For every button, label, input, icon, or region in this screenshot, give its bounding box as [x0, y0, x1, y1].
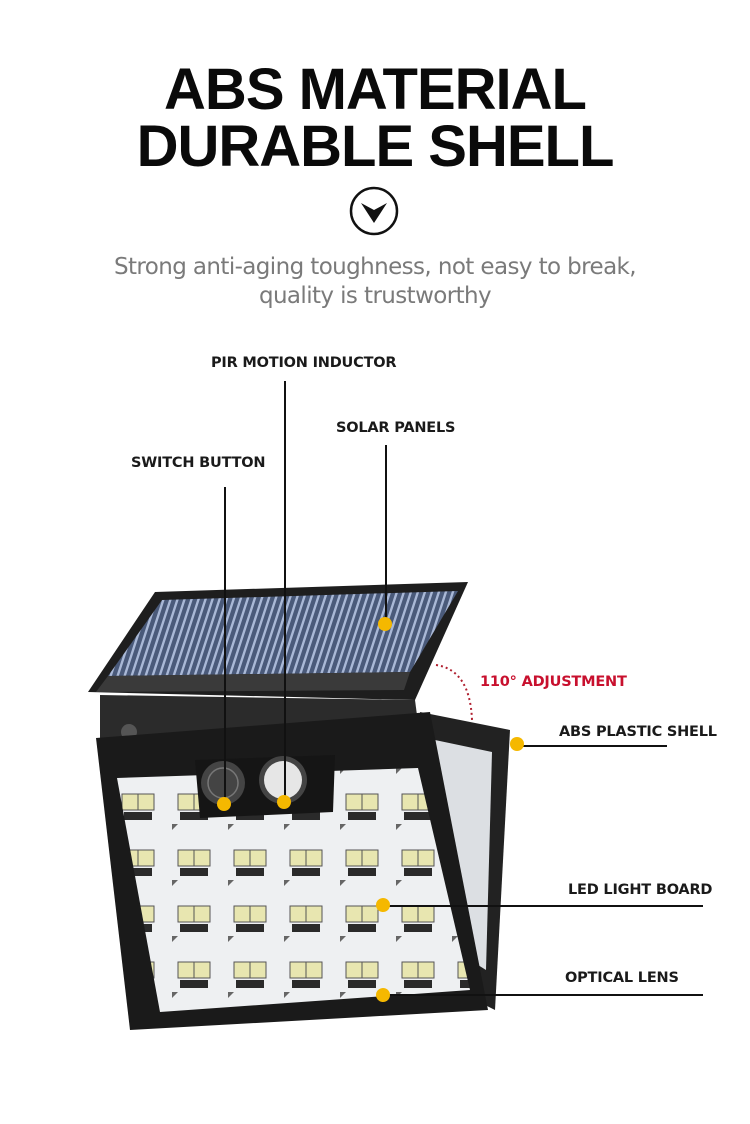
label-switch-button: SWITCH BUTTON [131, 455, 266, 471]
switch-button-dot [217, 797, 231, 811]
solar-panel-dot [378, 617, 392, 631]
page-title-line-1: ABS MATERIAL [164, 57, 587, 122]
subtitle-line-2: quality is trustworthy [258, 283, 492, 309]
label-led-light-board: LED LIGHT BOARD [568, 882, 713, 898]
led-callout-line [383, 905, 703, 907]
page-title-line-2: DURABLE SHELL [136, 114, 615, 179]
pir-callout-line [284, 381, 286, 802]
label-solar-panels: SOLAR PANELS [336, 420, 456, 436]
optical-lens-dot [376, 988, 390, 1002]
label-optical-lens: OPTICAL LENS [565, 970, 679, 986]
label-abs-plastic-shell: ABS PLASTIC SHELL [559, 724, 717, 740]
shell-callout-line [517, 745, 667, 747]
led-board-dot [376, 898, 390, 912]
label-pir-motion-inductor: PIR MOTION INDUCTOR [211, 355, 397, 371]
label-110-adjustment: 110° ADJUSTMENT [480, 674, 627, 690]
shell-dot [510, 737, 524, 751]
pir-dot [277, 795, 291, 809]
switch-callout-line [224, 487, 226, 804]
lens-callout-line [383, 994, 703, 996]
chevron-down-circle-icon [349, 186, 399, 236]
subtitle-line-1: Strong anti-aging toughness, not easy to… [114, 254, 637, 280]
solar-callout-line [385, 445, 387, 623]
